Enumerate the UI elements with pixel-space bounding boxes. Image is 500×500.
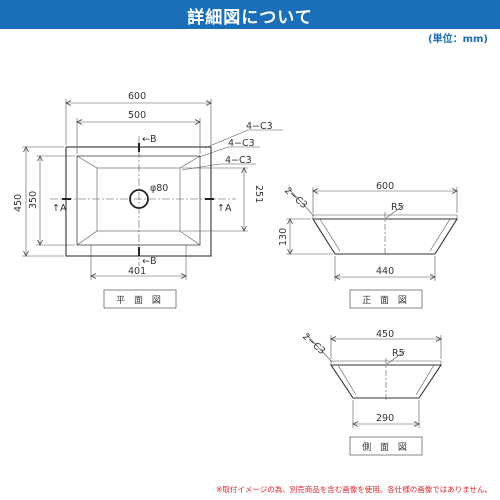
- dim-bottom-width: 401: [128, 266, 146, 277]
- front-dim-bottom-width: 440: [376, 266, 394, 277]
- side-dim-top-width: 450: [376, 329, 394, 340]
- side-outline: [329, 364, 443, 399]
- plan-corner-line: [76, 155, 98, 169]
- side-chamfer-label: 2−C3: [300, 331, 327, 357]
- front-radius-label: R5: [391, 202, 404, 213]
- plan-corner-line: [76, 230, 98, 246]
- dim-overall-depth: 450: [13, 194, 24, 212]
- section-b-bottom-label: ←B: [142, 256, 157, 267]
- side-view-label-box: [349, 436, 423, 456]
- side-view: 450 290 2−C3 R5 側 面 図: [300, 329, 443, 456]
- chamfer-label-2: 4−C3: [228, 138, 255, 149]
- plan-view-label: 平 面 図: [116, 295, 164, 306]
- unit-note: (単位：mm): [428, 34, 488, 45]
- plan-bowl-bottom: [96, 167, 181, 232]
- drain-label: φ80: [150, 183, 168, 194]
- dim-inner-depth: 350: [28, 191, 39, 209]
- chamfer-label-3: 4−C3: [225, 155, 252, 166]
- front-view-label: 正 面 図: [362, 295, 410, 306]
- dim-right-depth: 251: [253, 185, 264, 203]
- dim-overall-width: 600: [128, 91, 146, 102]
- dim-inner-width: 500: [128, 110, 146, 121]
- chamfer-leader: [204, 129, 283, 149]
- footnote: ※取付イメージの為、別売商品を含む画像を使用。各仕様の画像ではありません。: [216, 485, 492, 494]
- chamfer-leader: [181, 163, 256, 171]
- plan-outer-outline: [65, 146, 212, 257]
- front-dim-height: 130: [278, 228, 289, 246]
- side-dim-bottom-width: 290: [376, 413, 394, 424]
- section-a-left-label: ↑A: [52, 203, 67, 214]
- section-b-top-label: ←B: [142, 134, 157, 145]
- front-view: 600 130 440 2−C3 R5 正 面 図: [278, 181, 458, 309]
- plan-corner-line: [179, 155, 201, 169]
- plan-view-label-box: [103, 289, 177, 309]
- plan-corner-line: [179, 230, 201, 246]
- side-view-label: 側 面 図: [362, 441, 410, 453]
- plan-view: φ80 ←B ←B ↑A ↑A 600 500 450 350: [13, 91, 283, 309]
- front-view-label-box: [349, 289, 423, 309]
- page-title: 詳細図について: [187, 8, 313, 28]
- plan-bowl-rim: [76, 155, 201, 246]
- front-chamfer-label: 2−C3: [282, 185, 309, 211]
- chamfer-leader: [198, 146, 260, 158]
- header-bar: [0, 0, 500, 29]
- front-dim-top-width: 600: [376, 181, 394, 192]
- section-a-right-label: ↑A: [217, 203, 232, 214]
- side-radius-label: R5: [392, 348, 405, 359]
- front-outline: [312, 218, 458, 255]
- chamfer-label-1: 4−C3: [246, 121, 273, 132]
